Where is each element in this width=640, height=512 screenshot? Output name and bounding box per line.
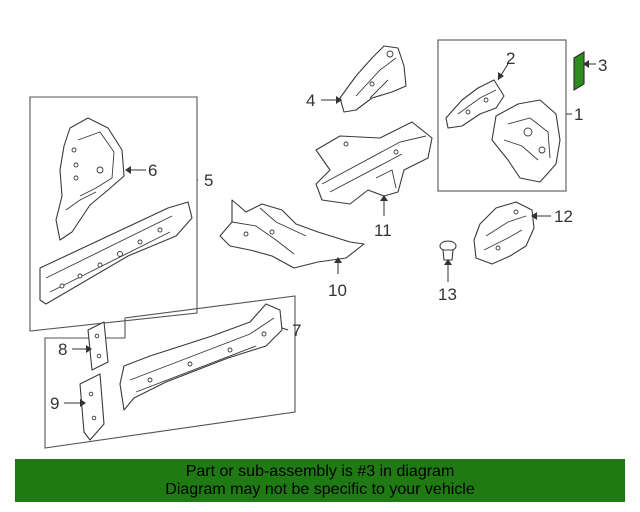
part-10-crossmember[interactable] xyxy=(219,199,365,269)
callout-8: 8 xyxy=(58,340,67,359)
part-7-lower-rail[interactable] xyxy=(119,303,283,411)
group-box-1 xyxy=(437,39,567,192)
banner-line-1: Part or sub-assembly is #3 in diagram xyxy=(185,462,455,480)
group-box-5 xyxy=(29,96,198,332)
part-6-apron[interactable] xyxy=(55,117,125,241)
group-box-7 xyxy=(44,295,296,449)
part-3-highlighted[interactable] xyxy=(573,51,585,91)
part-13-clip[interactable] xyxy=(439,240,457,261)
part-1-housing[interactable] xyxy=(491,99,561,183)
callout-9: 9 xyxy=(50,394,59,413)
callout-11: 11 xyxy=(374,221,392,240)
callout-6: 6 xyxy=(148,161,157,180)
part-11-frame-rail[interactable] xyxy=(315,121,433,205)
part-5-rail[interactable] xyxy=(39,201,193,305)
part-4-bracket[interactable] xyxy=(339,45,407,113)
notice-banner: Part or sub-assembly is #3 in diagram Di… xyxy=(15,459,625,502)
arrowheads xyxy=(80,60,589,407)
callout-4: 4 xyxy=(306,91,315,110)
banner-line-2: Diagram may not be specific to your vehi… xyxy=(165,480,475,498)
callout-1: 1 xyxy=(574,105,583,124)
part-2-bracket[interactable] xyxy=(445,79,505,129)
callout-3: 3 xyxy=(598,56,607,75)
callout-7: 7 xyxy=(292,321,301,340)
part-9-plate[interactable] xyxy=(79,373,105,441)
part-12-shield[interactable] xyxy=(473,201,535,265)
callout-13: 13 xyxy=(438,285,457,304)
callout-10: 10 xyxy=(328,281,347,300)
callout-2: 2 xyxy=(506,49,515,68)
callout-5: 5 xyxy=(204,171,213,190)
part-8-plate[interactable] xyxy=(87,321,109,371)
callout-12: 12 xyxy=(554,207,573,226)
